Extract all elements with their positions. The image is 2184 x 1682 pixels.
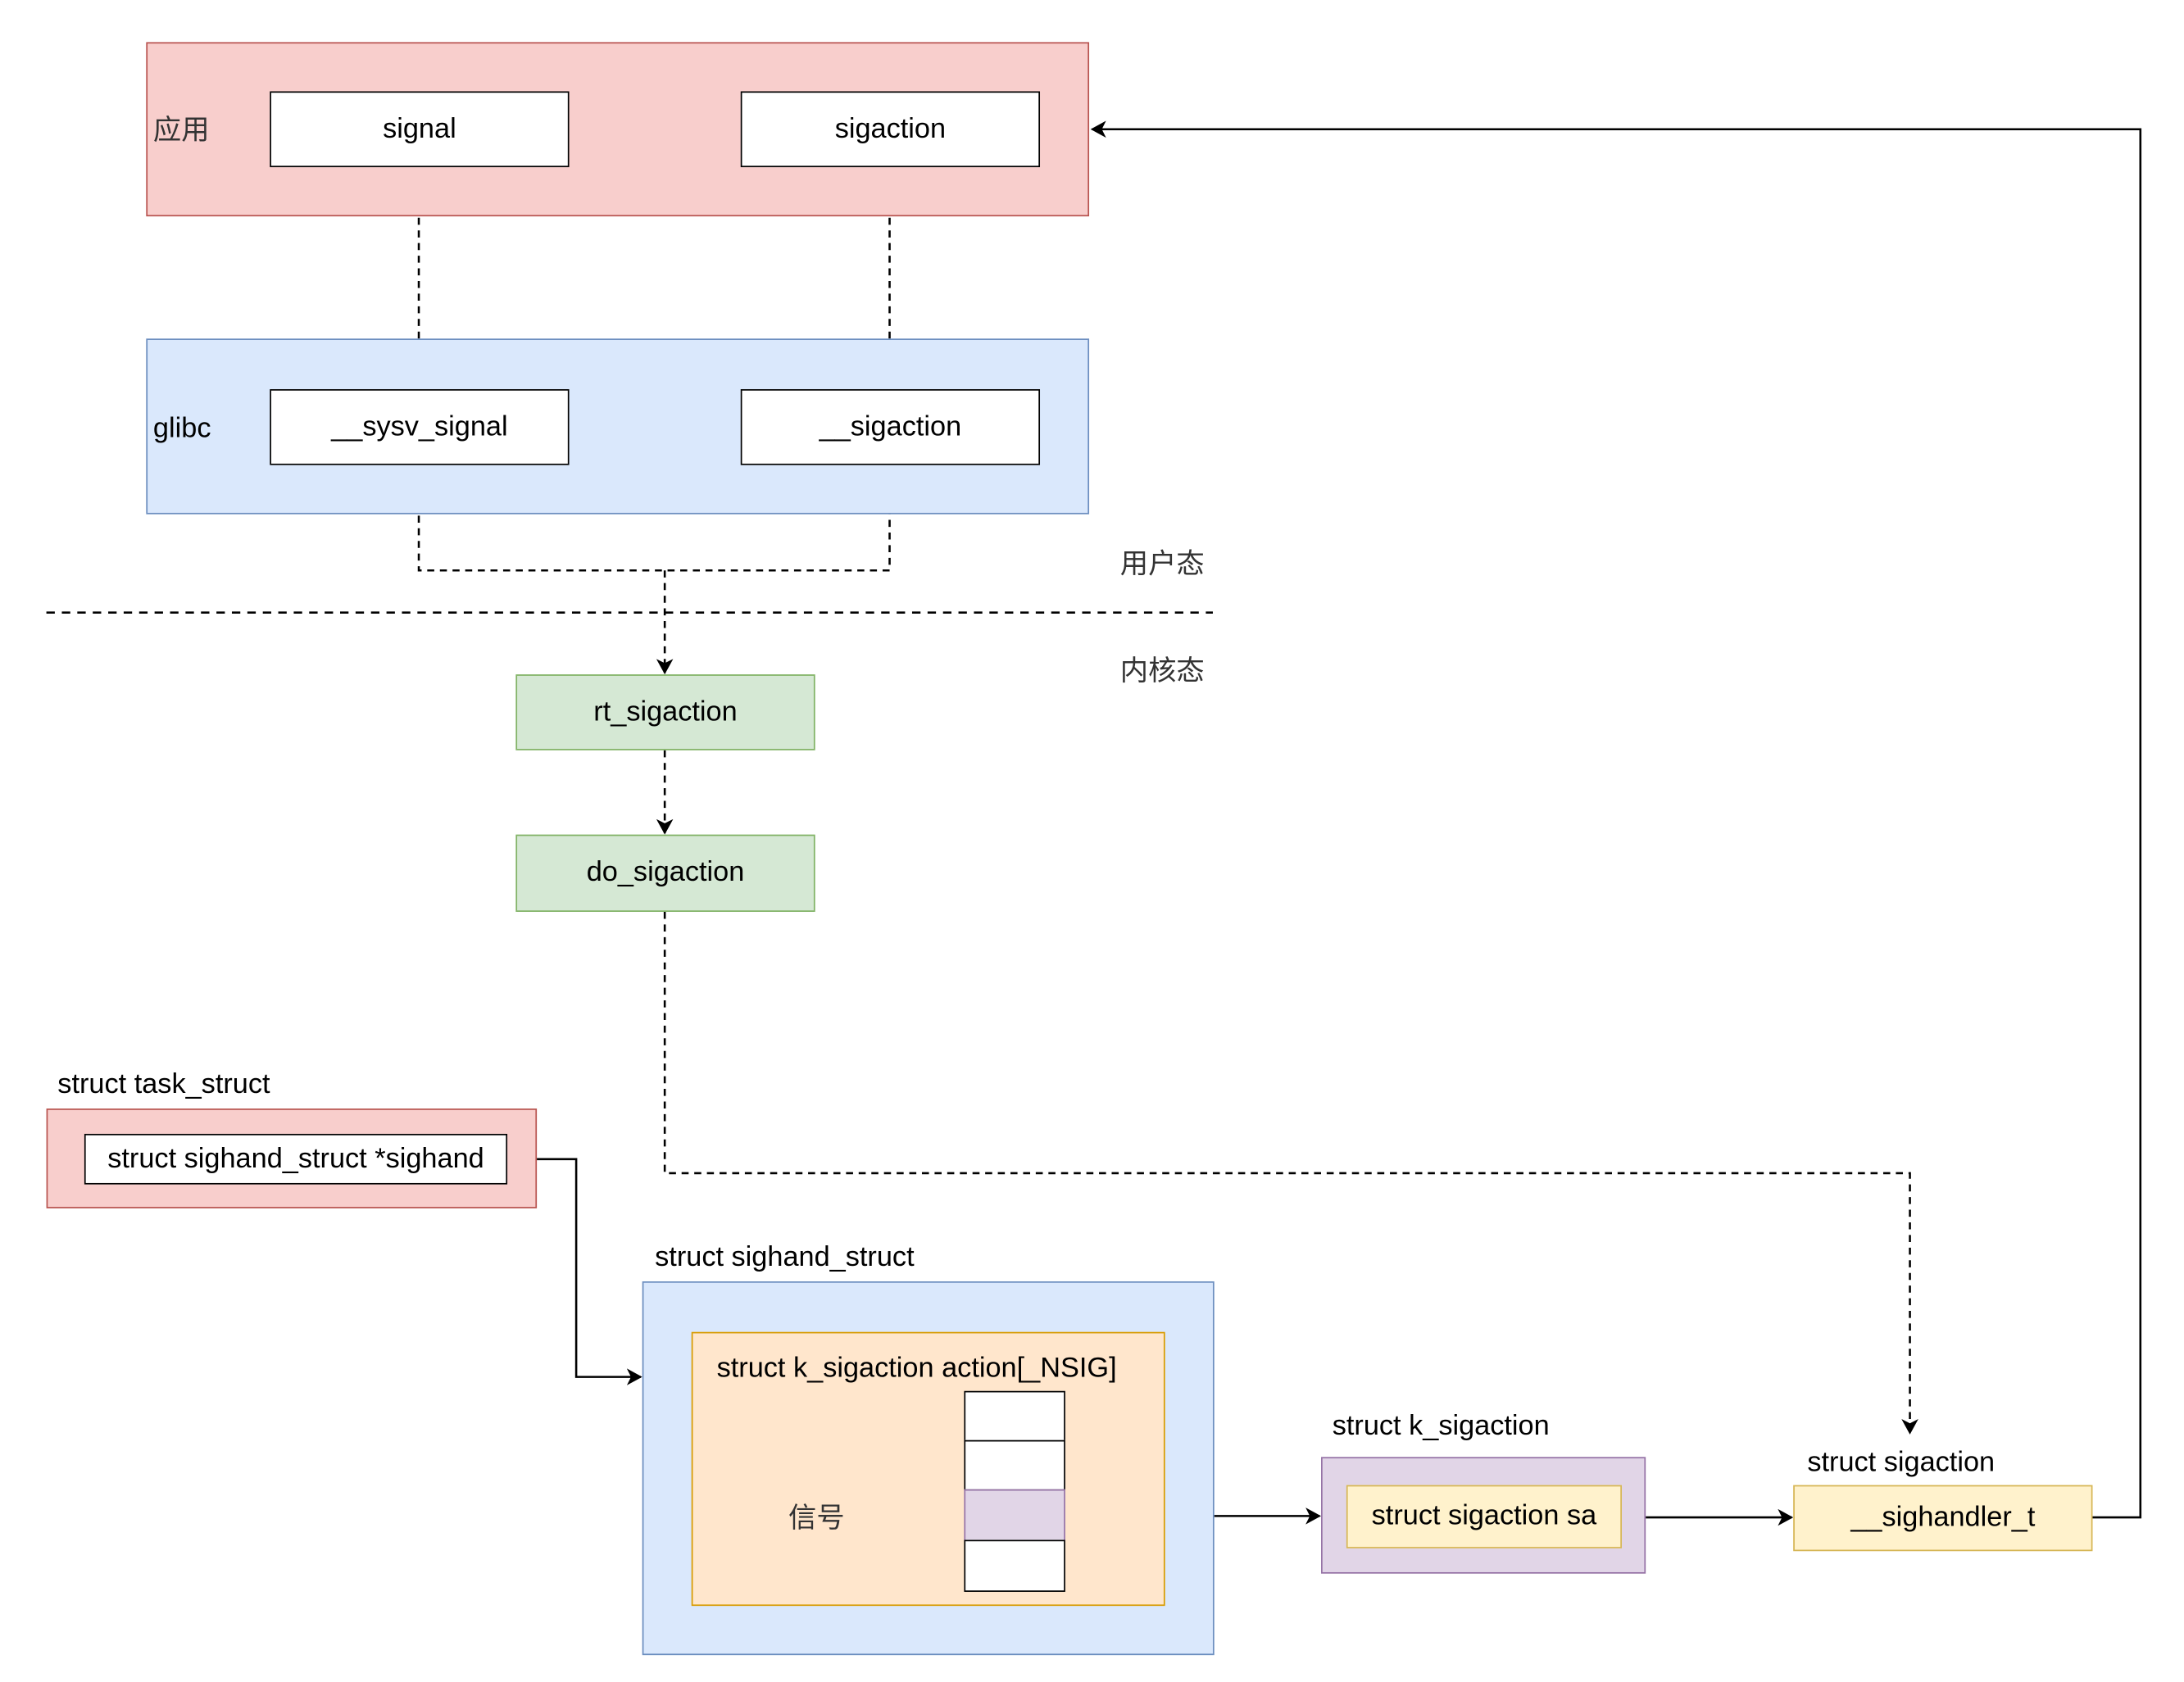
signal-index-label: 信号	[788, 1500, 845, 1535]
arrow-sighand-pointer	[506, 1158, 642, 1385]
signal-node[interactable]: signal	[270, 91, 570, 168]
sighand-pointer-field[interactable]: struct sighand_struct *sighand	[84, 1133, 508, 1185]
action-slot[interactable]	[964, 1539, 1065, 1592]
kernel-mode-label: 内核态	[1119, 653, 1205, 687]
action-array-label: struct k_sigaction action[_NSIG]	[716, 1353, 1117, 1385]
action-array-box	[691, 1331, 1165, 1607]
action-slot-selected[interactable]	[964, 1489, 1065, 1542]
app-layer-label: 应用	[152, 112, 210, 147]
do-sigaction-node[interactable]: do_sigaction	[515, 834, 815, 912]
k-sigaction-title: struct k_sigaction	[1332, 1410, 1550, 1442]
action-slot[interactable]	[964, 1390, 1065, 1442]
glibc-layer-label: glibc	[152, 413, 211, 444]
arrow-handler-to-app	[1090, 120, 2142, 1519]
arrow-do-sigaction-to-struct-sigaction	[663, 911, 1918, 1435]
sa-field[interactable]: struct sigaction sa	[1346, 1485, 1622, 1548]
action-slot[interactable]	[964, 1439, 1065, 1491]
rt-sigaction-node[interactable]: rt_sigaction	[515, 674, 815, 750]
glibc-sigaction-node[interactable]: __sigaction	[740, 389, 1041, 465]
sigaction-node[interactable]: sigaction	[740, 91, 1041, 168]
sighand-struct-title: struct sighand_struct	[655, 1241, 915, 1273]
sysv-signal-node[interactable]: __sysv_signal	[270, 389, 570, 465]
user-mode-label: 用户态	[1119, 546, 1205, 581]
task-struct-title: struct task_struct	[57, 1069, 270, 1100]
connector-glibc-merge	[417, 465, 891, 572]
sigaction-struct-title: struct sigaction	[1807, 1447, 1996, 1479]
sighandler-field[interactable]: __sighandler_t	[1793, 1485, 2093, 1552]
